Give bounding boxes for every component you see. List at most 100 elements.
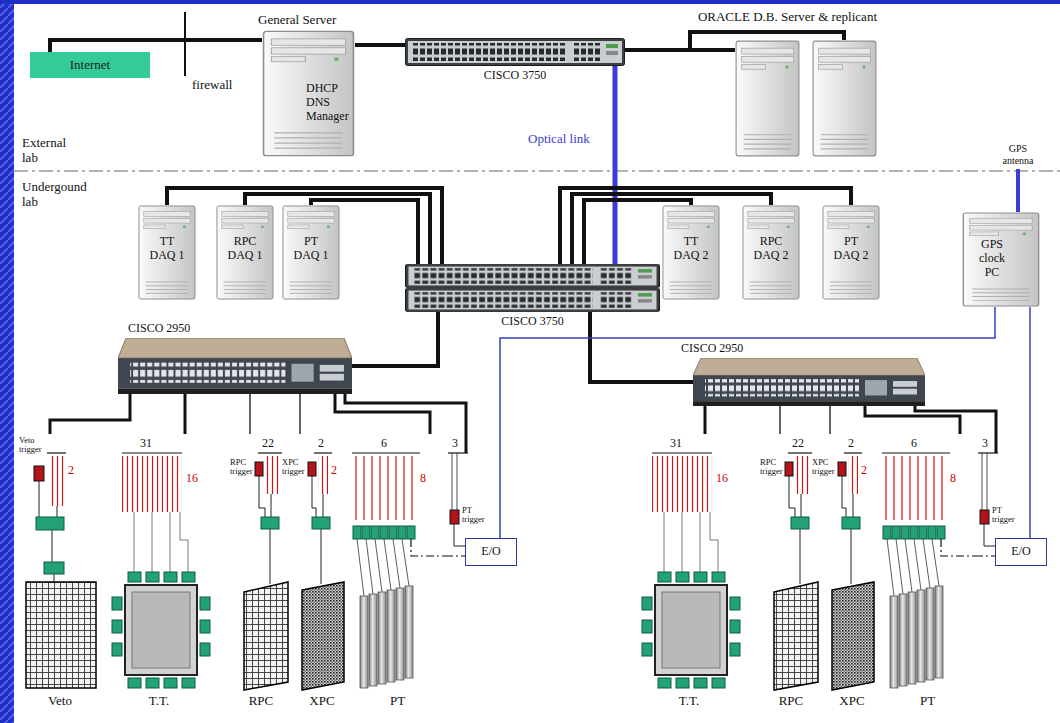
rpc-readout-part	[244, 582, 288, 690]
slide-border	[0, 0, 14, 723]
xpc-readout	[302, 453, 344, 690]
daq-server: TT DAQ 1	[138, 205, 196, 300]
pt-readout-part	[352, 452, 420, 453]
tt-readout-part	[200, 620, 210, 633]
pt-readout-part	[353, 526, 361, 539]
pt-readout-part	[411, 539, 445, 556]
antenna-label: GPS antenna	[994, 143, 1042, 166]
rpc-readout-part	[255, 462, 263, 476]
network-label: Internet	[70, 58, 110, 73]
switch-image	[118, 338, 352, 394]
tt-readout-part	[200, 597, 210, 610]
network-cable	[779, 406, 780, 434]
area-label: Undergound lab	[22, 180, 92, 210]
veto-readout-part	[47, 452, 66, 453]
pt-readout	[882, 453, 975, 688]
pt-readout-part	[389, 526, 397, 539]
board-count: 6	[911, 437, 917, 451]
pt-readout-part	[360, 596, 368, 688]
pt-readout-part	[380, 526, 388, 539]
tt-readout-part	[134, 512, 188, 572]
server-image	[736, 41, 799, 156]
daq-server: RPC DAQ 2	[742, 205, 800, 300]
switch-image	[406, 288, 660, 311]
tt-readout-part	[164, 678, 177, 688]
eo-converter: E/O	[465, 538, 517, 566]
network-box: Internet	[30, 52, 150, 78]
pc-label: GPS clock PC	[972, 238, 1012, 279]
server-name: General Server	[258, 13, 336, 28]
tt-readout-part	[112, 620, 122, 633]
network-cable	[500, 307, 995, 538]
network-cable	[613, 66, 618, 264]
trigger-label: RPC trigger	[230, 458, 255, 476]
network-cable	[704, 406, 707, 434]
switch-label: CISCO 2950	[681, 342, 743, 356]
veto-detector: Veto	[18, 434, 102, 690]
network-switch: CISCO 3750	[405, 38, 625, 66]
switch-label: CISCO 3750	[405, 315, 660, 329]
trigger-label: XPC trigger	[812, 458, 837, 476]
network-cable	[299, 394, 300, 434]
network-cable	[50, 394, 130, 434]
detector-label: RPC	[750, 694, 832, 709]
server-label: RPC DAQ 2	[752, 235, 790, 263]
server-name: ORACLE D.B. Server & replicant	[617, 10, 877, 25]
channel-count: 2	[861, 464, 867, 478]
database-servers: ORACLE D.B. Server & replicant	[735, 40, 877, 157]
server-role: DHCP DNS Manager	[306, 82, 355, 123]
network-cable	[167, 188, 442, 264]
tt-readout-part	[128, 678, 141, 688]
network-cable	[355, 43, 405, 47]
server-label: PT DAQ 2	[832, 235, 870, 263]
server-image	[663, 206, 719, 299]
xpc-readout-part	[318, 456, 328, 494]
pt-readout-part	[352, 456, 416, 520]
pt-readout-part	[369, 594, 377, 686]
rpc-readout-part	[261, 517, 279, 529]
tt-readout-part	[200, 643, 210, 656]
pt-readout	[352, 453, 445, 688]
pt-readout-part	[405, 586, 413, 678]
server-image	[743, 206, 799, 299]
network-cable	[690, 32, 844, 50]
channel-count: 2	[331, 464, 337, 478]
tt-readout-part	[182, 572, 195, 582]
network-cable	[829, 406, 830, 434]
tt-readout-part	[122, 452, 182, 453]
server-label: TT DAQ 2	[672, 235, 710, 263]
tt-readout	[642, 453, 740, 688]
board-count: 3	[452, 437, 458, 451]
veto-readout	[26, 453, 96, 688]
xpc-readout-part	[312, 517, 330, 529]
pt-trigger-readout	[978, 453, 998, 546]
tt-readout	[112, 453, 210, 688]
xpc-readout-part	[312, 476, 323, 584]
tt-readout-part	[125, 585, 197, 675]
pt-detector: PT	[350, 434, 445, 690]
xpc-readout-part	[314, 452, 332, 453]
detector-label: XPC	[816, 694, 888, 709]
rpc-readout-part	[258, 452, 282, 453]
pt-trigger-readout-part	[454, 524, 465, 546]
eo-label: E/O	[1011, 545, 1030, 559]
trigger-label: Veto trigger	[19, 436, 45, 454]
veto-readout-part	[26, 582, 96, 688]
tt-readout-part	[112, 597, 122, 610]
server-image	[823, 206, 879, 299]
board-count: 2	[848, 437, 854, 451]
network-cable	[975, 555, 995, 556]
network-cable	[865, 406, 960, 434]
gps-clock-pc: GPS clock PC	[962, 212, 1040, 307]
server-image	[813, 41, 876, 156]
network-cable	[1016, 169, 1020, 212]
server-image	[217, 206, 273, 299]
network-switch: CISCO 3750	[405, 264, 660, 312]
network-cable	[345, 394, 466, 453]
veto-readout-part	[34, 466, 44, 481]
tt-readout-part	[146, 572, 159, 582]
tt-readout-part	[122, 456, 182, 512]
network-cable	[245, 194, 430, 264]
